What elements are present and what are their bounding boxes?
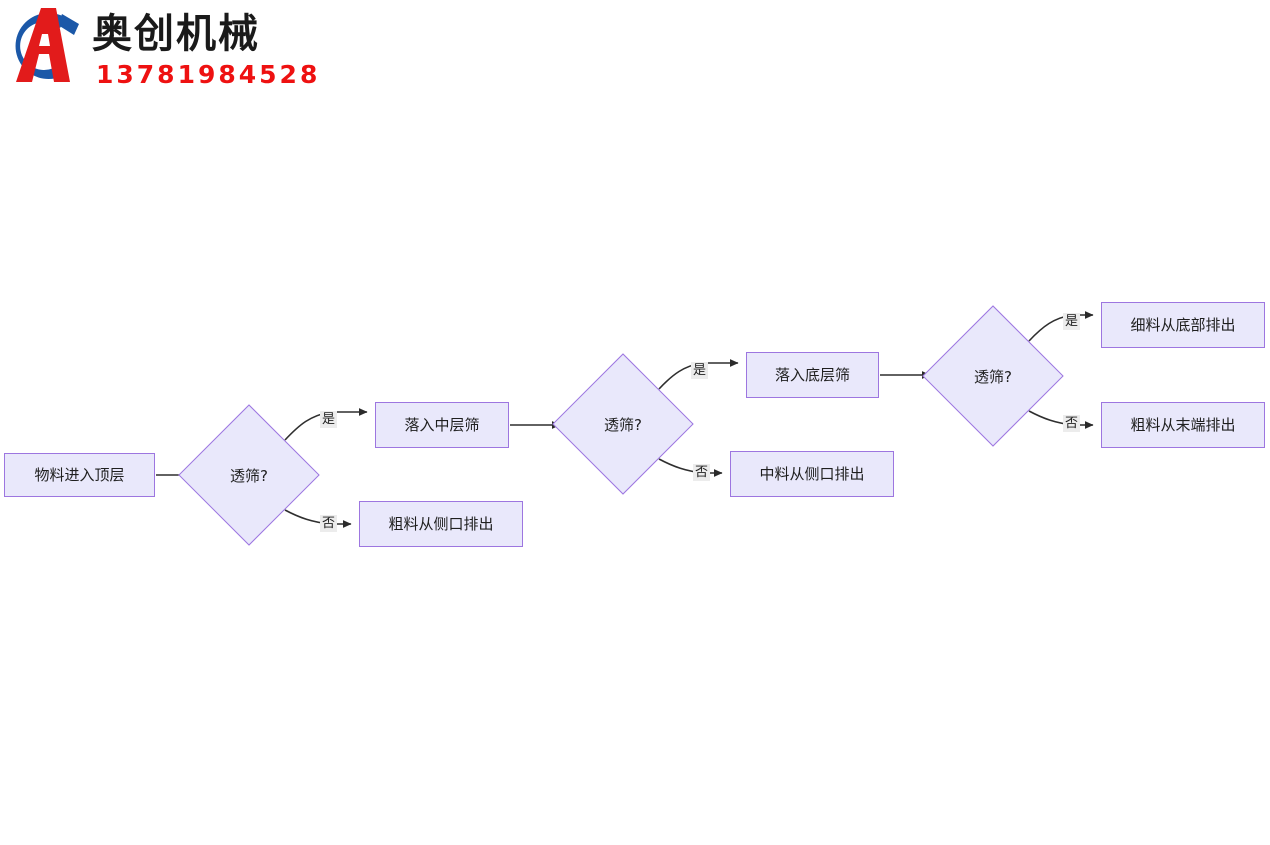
node-label: 落入底层筛 <box>774 365 850 384</box>
decision-screen-pass-3-label: 透筛? <box>943 326 1043 426</box>
node-falls-to-middle-screen[interactable]: 落入中层筛 <box>375 402 509 448</box>
node-falls-to-bottom-screen[interactable]: 落入底层筛 <box>746 352 879 398</box>
edge-label-yes-1: 是 <box>320 411 338 428</box>
decision-screen-pass-2-label: 透筛? <box>573 374 673 474</box>
node-coarse-discharged-side-port[interactable]: 粗料从侧口排出 <box>359 501 523 547</box>
node-fine-discharged-bottom[interactable]: 细料从底部排出 <box>1101 302 1265 348</box>
node-label: 透筛? <box>230 466 268 485</box>
node-coarse-discharged-end[interactable]: 粗料从末端排出 <box>1101 402 1265 448</box>
brand-name: 奥创机械 <box>92 11 260 57</box>
company-logo-block: 奥创机械 13781984528 <box>0 0 420 100</box>
node-label: 落入中层筛 <box>404 415 480 434</box>
edge-label-no-1: 否 <box>320 515 338 532</box>
node-label: 粗料从末端排出 <box>1130 415 1236 434</box>
edge-label-no-3: 否 <box>1063 415 1081 432</box>
node-label: 透筛? <box>604 415 642 434</box>
decision-screen-pass-1-label: 透筛? <box>199 425 299 525</box>
node-medium-discharged-side-port[interactable]: 中料从侧口排出 <box>730 451 894 497</box>
node-label: 物料进入顶层 <box>34 465 125 484</box>
brand-phone: 13781984528 <box>96 60 321 89</box>
node-label: 透筛? <box>974 367 1012 386</box>
aochuang-a-c-logo-icon <box>15 8 79 82</box>
edge-label-yes-2: 是 <box>691 362 709 379</box>
edge-label-no-2: 否 <box>693 464 711 481</box>
node-label: 粗料从侧口排出 <box>388 514 494 533</box>
edge-label-yes-3: 是 <box>1063 313 1081 330</box>
node-material-enters-top-layer[interactable]: 物料进入顶层 <box>4 453 155 497</box>
node-label: 中料从侧口排出 <box>759 464 865 483</box>
node-label: 细料从底部排出 <box>1130 315 1236 334</box>
